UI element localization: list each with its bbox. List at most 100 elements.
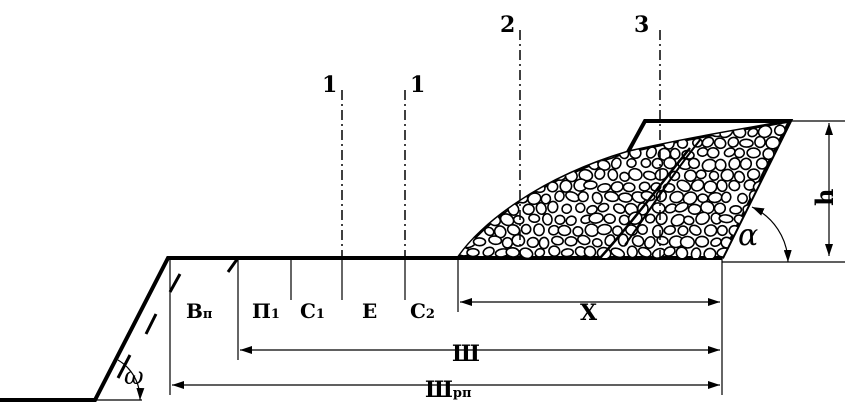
rock-fragment (663, 225, 677, 236)
rock-fragment (493, 225, 507, 239)
rock-fragment (713, 137, 727, 150)
rock-fragment (619, 171, 631, 182)
slope-dash-line (116, 257, 240, 379)
rock-fragment (467, 137, 480, 148)
rock-fragment (572, 225, 584, 237)
rock-fragment (739, 138, 754, 148)
rock-fragment (768, 181, 781, 194)
dimension-lines (172, 120, 845, 389)
rock-fragment (540, 147, 555, 160)
rock-fragment (773, 124, 786, 136)
rock-fragment (728, 157, 741, 171)
zone-label-x: Х (580, 300, 598, 326)
rock-fragment (607, 168, 619, 182)
rock-fragment (727, 136, 740, 148)
rock-fragment (563, 146, 579, 160)
rock-fragment (476, 148, 489, 161)
rock-fragment (631, 235, 645, 248)
rock-fragment (499, 193, 512, 204)
rock-fragment (618, 192, 633, 203)
zone-label-c2: С2 (410, 299, 435, 323)
rock-fragment (755, 201, 770, 213)
rock-fragment (708, 170, 720, 181)
rock-fragment (787, 237, 790, 249)
rock-fragment (733, 170, 746, 184)
rock-fragment (546, 159, 559, 172)
rock-fragment (580, 125, 593, 138)
rock-fragment (626, 157, 637, 169)
rock-fragment (597, 202, 610, 213)
rock-fragment (559, 159, 574, 169)
rock-fragment (519, 181, 532, 194)
rock-fragment (733, 147, 746, 159)
rock-fragment (462, 126, 474, 137)
rock-fragment (756, 245, 768, 257)
rock-fragment (554, 147, 567, 159)
rock-fragment (541, 212, 553, 226)
zone-dividers (169, 258, 723, 395)
rock-fragment (492, 158, 506, 171)
rock-fragment (612, 203, 626, 214)
rock-fragment (703, 224, 718, 237)
rock-fragment (522, 203, 535, 216)
rock-fragment (781, 159, 790, 172)
rock-fragment (626, 245, 638, 258)
rock-fragment (765, 136, 781, 150)
rock-fragment (577, 191, 589, 203)
rock-fragment (593, 126, 605, 138)
rock-fragment (679, 235, 695, 249)
rock-fragment (561, 203, 573, 215)
rock-fragment (687, 157, 701, 170)
rock-fragment (718, 214, 734, 224)
rock-fragment (640, 157, 652, 169)
rock-fragment (610, 157, 622, 170)
rock-fragment (583, 245, 597, 258)
rock-fragment (645, 146, 658, 159)
dim-label-shrp: Шрп (425, 377, 472, 403)
rock-fragment (514, 147, 528, 160)
rock-fragment (793, 247, 804, 257)
rock-fragment (467, 202, 480, 214)
rock-fragment (521, 136, 534, 149)
rock-fragment (746, 168, 761, 181)
rock-fragment (681, 126, 696, 138)
rock-fragment (548, 245, 561, 257)
rock-fragment (572, 136, 589, 149)
rock-fragment (506, 223, 521, 236)
rock-fragment (525, 145, 538, 159)
rock-fragment (554, 214, 566, 226)
rock-fragment (687, 203, 702, 216)
rock-fragment (594, 168, 606, 180)
rock-fragment (466, 247, 480, 258)
rock-fragment (766, 246, 781, 258)
rock-fragment (458, 160, 468, 171)
rock-fragment (534, 135, 546, 149)
section-label-1b: 1 (410, 72, 425, 98)
rock-fragment (710, 237, 722, 247)
rock-fragment (458, 200, 470, 214)
rock-fragment (565, 215, 577, 226)
ground-profile (0, 256, 722, 402)
rock-fragment (655, 212, 668, 226)
rock-fragment (739, 157, 753, 171)
rock-fragment (511, 233, 526, 247)
rock-fragment (458, 181, 469, 194)
rock-fragment (597, 137, 612, 150)
rock-fragment (682, 191, 698, 206)
zone-label-c1: С1 (300, 299, 325, 323)
rock-fragment (546, 137, 560, 150)
rock-fragment (714, 158, 727, 172)
rock-fragment (603, 123, 616, 137)
rock-fragment (498, 168, 513, 180)
rock-fragment (780, 224, 790, 237)
rock-fragment (622, 182, 636, 193)
rock-fragment (688, 224, 702, 236)
rock-fragment (729, 204, 743, 215)
rock-fragment (520, 223, 532, 235)
rock-fragment (499, 213, 515, 227)
rock-fragment (481, 136, 494, 150)
rock-fragment (473, 124, 489, 137)
rock-fragment (487, 149, 502, 161)
rock-fragment (551, 126, 564, 137)
rock-fragment (786, 168, 790, 182)
